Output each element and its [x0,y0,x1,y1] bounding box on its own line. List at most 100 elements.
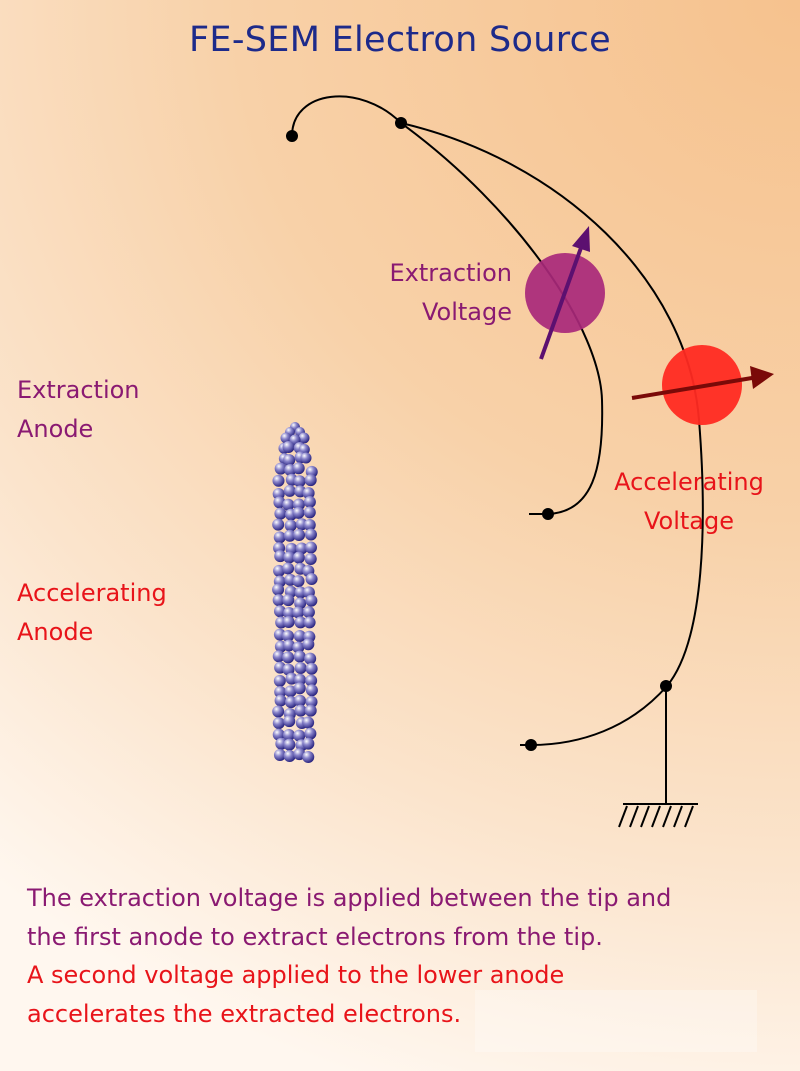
extraction-circuit-wire [400,122,604,515]
atom-sphere [272,518,285,531]
junction-ground [660,680,672,692]
atom-sphere [285,696,298,709]
extraction-anode-terminal [542,508,554,520]
atom-sphere [303,495,316,508]
atom-sphere [302,716,315,729]
atom-sphere [274,685,287,698]
atom-sphere [302,737,315,750]
atom-sphere [280,432,292,444]
atom-sphere [293,650,306,663]
extraction-voltage-label: Extraction Voltage [389,259,512,326]
atom-sphere [283,484,296,497]
atom-sphere [305,662,318,675]
atom-sphere [272,594,285,607]
atom-sphere [284,685,297,698]
atom-sphere [300,452,312,464]
ground-icon [618,803,698,828]
atom-sphere [282,562,295,575]
atom-sphere [283,639,296,652]
tip-terminal [286,130,298,142]
atom-sphere [282,594,295,607]
atom-sphere [282,630,295,643]
extraction-anode-label: Extraction Anode [17,376,140,443]
atom-sphere [292,575,305,588]
atom-sphere [303,616,316,629]
atom-sphere [302,750,315,763]
description-line-1: The extraction voltage is applied betwee… [27,884,672,912]
accelerating-anode-terminal [525,739,537,751]
atom-sphere [302,638,315,651]
atom-sphere [282,651,295,664]
atom-sphere [283,551,296,564]
atom-sphere [293,682,306,695]
atom-sphere [302,487,315,500]
atom-sphere [294,704,307,717]
background-panel [475,990,757,1052]
atom-sphere [293,673,306,686]
atom-sphere [304,474,317,487]
atom-sphere [304,552,317,565]
atom-sphere [282,498,295,511]
atom-sphere [292,551,305,564]
atom-sphere [293,475,306,488]
atom-sphere [292,462,305,475]
atom-sphere [304,528,317,541]
atom-sphere [282,616,295,629]
atom-sphere [294,597,307,610]
atom-sphere [295,542,308,555]
atom-sphere [274,550,287,563]
atom-sphere [284,519,297,532]
atom-sphere [283,738,296,751]
atom-sphere [273,674,286,687]
atom-sphere [283,715,296,728]
accelerating-anode-label: Accelerating Anode [17,579,167,646]
atom-sphere [283,750,296,763]
atom-sphere [305,573,318,586]
accelerating-circuit-wire [400,122,704,746]
atom-sphere [272,728,285,741]
description-line-4: accelerates the extracted electrons. [27,999,462,1028]
atom-sphere [282,728,295,741]
atom-sphere [272,705,285,718]
atom-sphere [294,661,307,674]
atom-sphere [274,462,287,475]
atom-sphere [293,528,306,541]
atom-sphere [294,616,307,629]
page-title: FE-SEM Electron Source [188,20,612,60]
atom-sphere [272,474,285,487]
atom-sphere [272,650,285,663]
description-line-2: the first anode to extract electrons fro… [27,922,603,951]
atom-sphere [273,749,286,762]
atom-sphere [293,729,306,742]
emitter-tip-atoms [272,422,318,763]
atom-sphere [283,529,296,542]
description-line-3: A second voltage applied to the lower an… [27,961,565,989]
atom-sphere [282,440,295,453]
atom-sphere [292,606,305,619]
atom-sphere [303,506,316,519]
atom-sphere [274,507,287,520]
atom-sphere [298,432,310,444]
atom-sphere [292,641,305,654]
atom-sphere [305,695,318,708]
atom-sphere [282,663,295,676]
atom-sphere [305,594,318,607]
atom-sphere [283,454,296,467]
atom-sphere [304,727,317,740]
atom-sphere [304,704,317,717]
atom-sphere [274,694,287,707]
atom-sphere [293,629,306,642]
atom-sphere [273,605,286,618]
atom-sphere [273,531,286,544]
atom-sphere [294,694,307,707]
atom-sphere [272,583,285,596]
extraction-variable-arrow-icon [539,226,590,360]
junction-top [395,117,407,129]
atom-sphere [305,684,318,697]
atom-sphere [304,541,317,554]
tip-wire [291,95,402,137]
atom-sphere [292,506,305,519]
atom-sphere [272,717,285,730]
accelerating-variable-arrow-icon [631,366,774,400]
